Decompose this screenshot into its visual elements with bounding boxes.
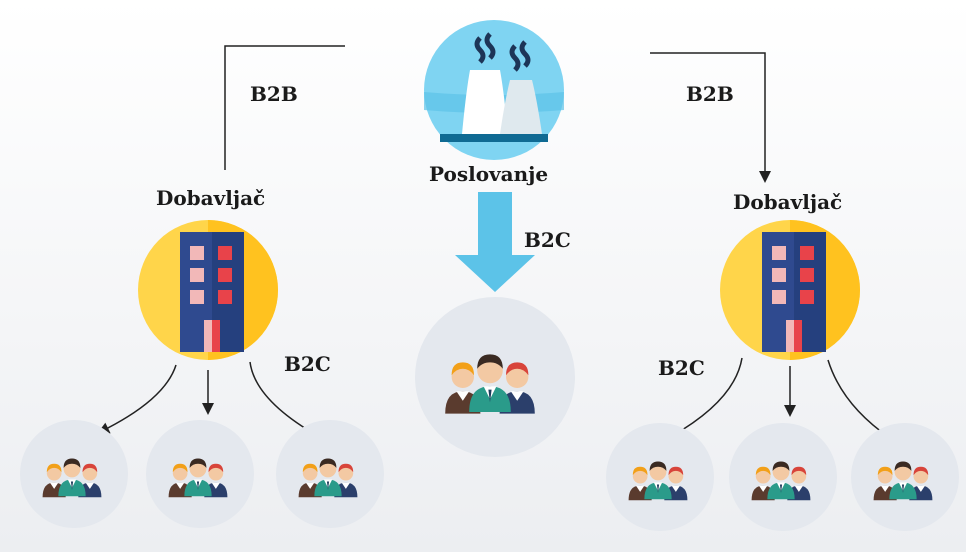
b2c-center-arrow	[455, 192, 535, 292]
center-business-label: Poslovanje	[429, 162, 549, 186]
b2c-right-arrow-3	[827, 359, 893, 440]
b2c-left-label: B2C	[284, 352, 331, 376]
b2b-left-label: B2B	[250, 82, 298, 106]
people-group-icon	[20, 420, 128, 528]
b2b-left-connector	[224, 45, 345, 170]
people-group-icon	[729, 423, 837, 531]
factory-icon	[424, 20, 564, 160]
people-group-icon	[415, 297, 575, 457]
b2c-left-arrow-1	[97, 364, 177, 434]
b2c-right-label: B2C	[658, 356, 705, 380]
b2b-right-label: B2B	[686, 82, 734, 106]
left-supplier-label: Dobavljač	[156, 186, 266, 210]
b2c-center-label: B2C	[524, 228, 571, 252]
b2b-right-connector	[650, 52, 771, 183]
people-group-icon	[146, 420, 254, 528]
people-group-icon	[851, 423, 959, 531]
b2c-right-arrow-1	[669, 357, 743, 438]
building-icon	[720, 220, 860, 360]
building-icon	[138, 220, 278, 360]
right-supplier-label: Dobavljač	[733, 190, 843, 214]
people-group-icon	[276, 420, 384, 528]
people-group-icon	[606, 423, 714, 531]
